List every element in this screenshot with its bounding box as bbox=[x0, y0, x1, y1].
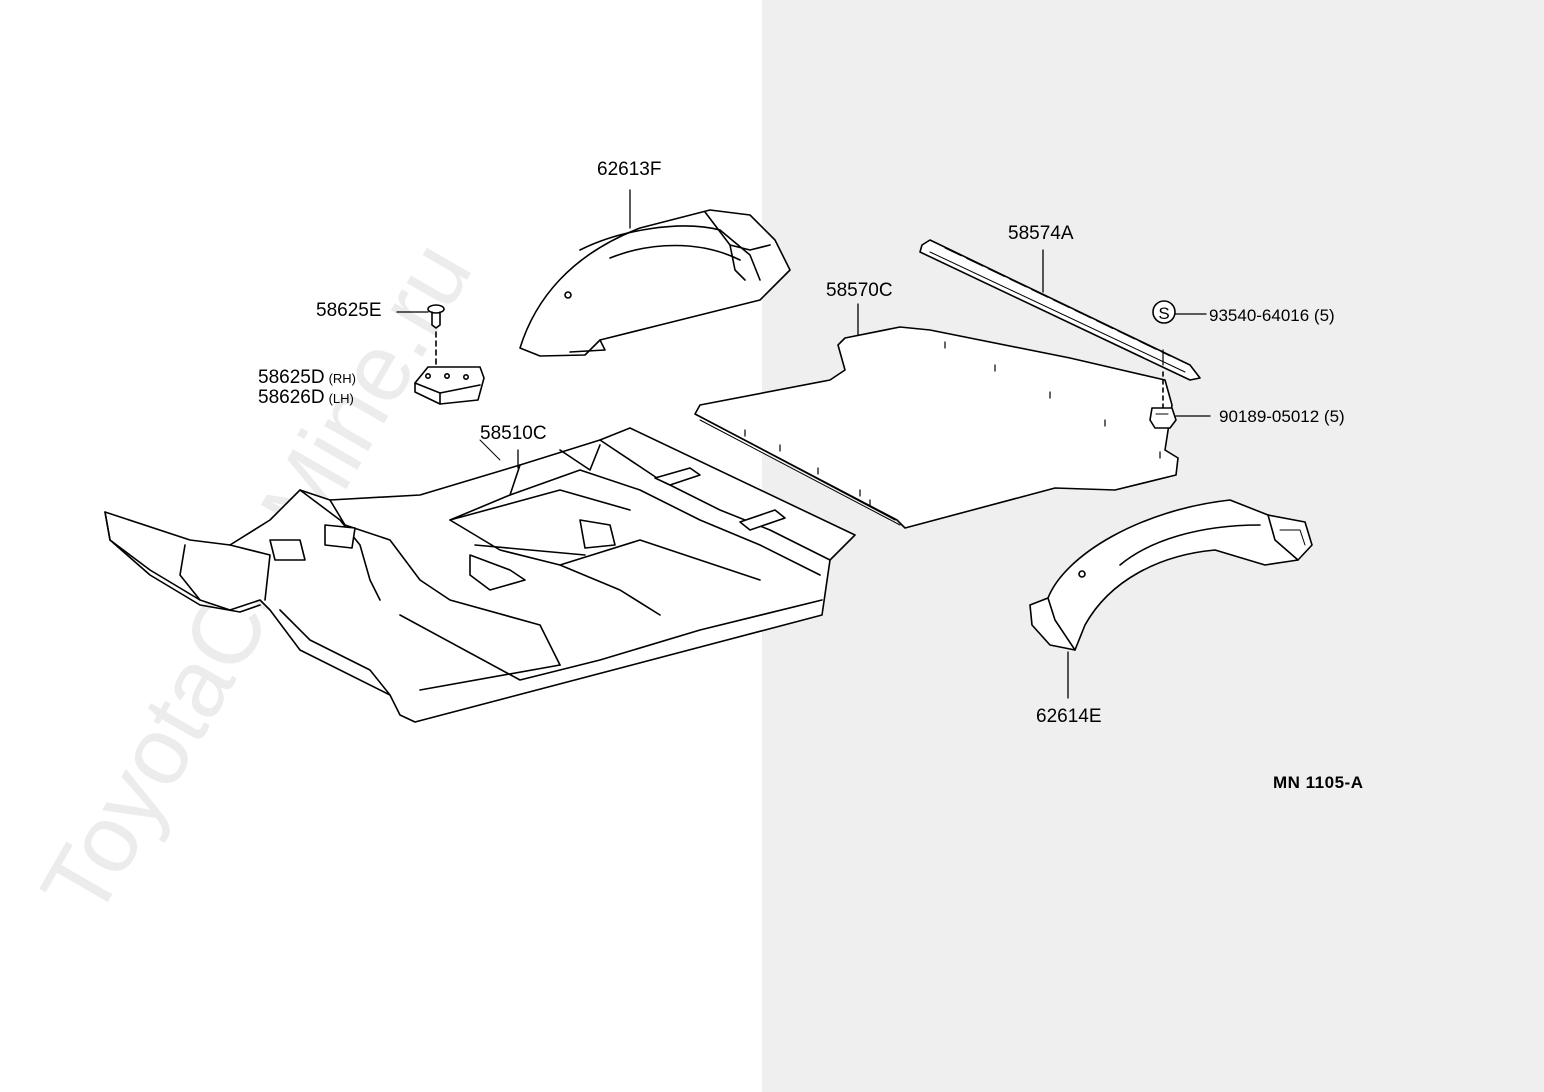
label-58625D-number: 58625D bbox=[258, 367, 325, 388]
pad-58625D-58626D[interactable] bbox=[414, 366, 485, 405]
label-58626D-side: (LH) bbox=[328, 391, 354, 406]
wheel-house-62614E[interactable] bbox=[1029, 499, 1313, 651]
s-marker-text: S bbox=[1158, 304, 1169, 323]
label-58625E: 58625E bbox=[316, 300, 382, 321]
label-58570C: 58570C bbox=[826, 280, 893, 301]
wheel-house-62613F[interactable] bbox=[519, 209, 791, 357]
label-58625D: 58625D(RH) bbox=[258, 368, 356, 387]
label-58626D: 58626D(LH) bbox=[258, 388, 354, 407]
label-62614E: 62614E bbox=[1036, 706, 1102, 727]
label-58510C: 58510C bbox=[480, 423, 547, 444]
s-marker: S bbox=[1152, 300, 1176, 324]
diagram-code: MN 1105-A bbox=[1273, 773, 1364, 792]
label-58574A: 58574A bbox=[1008, 223, 1074, 244]
panel-58570C[interactable] bbox=[694, 326, 1179, 529]
clip-58625E[interactable] bbox=[427, 304, 445, 371]
label-58625D-side: (RH) bbox=[328, 371, 356, 386]
label-62613F: 62613F bbox=[597, 159, 662, 180]
label-58626D-number: 58626D bbox=[258, 387, 325, 408]
floor-pan-58510C[interactable] bbox=[104, 427, 856, 723]
leader-lines bbox=[396, 189, 1211, 699]
clip-90189-05012[interactable] bbox=[1149, 407, 1177, 429]
rail-58574A[interactable] bbox=[919, 239, 1201, 381]
label-90189-05012: 90189-05012 (5) bbox=[1219, 407, 1345, 426]
label-93540-64016: 93540-64016 (5) bbox=[1209, 306, 1335, 325]
